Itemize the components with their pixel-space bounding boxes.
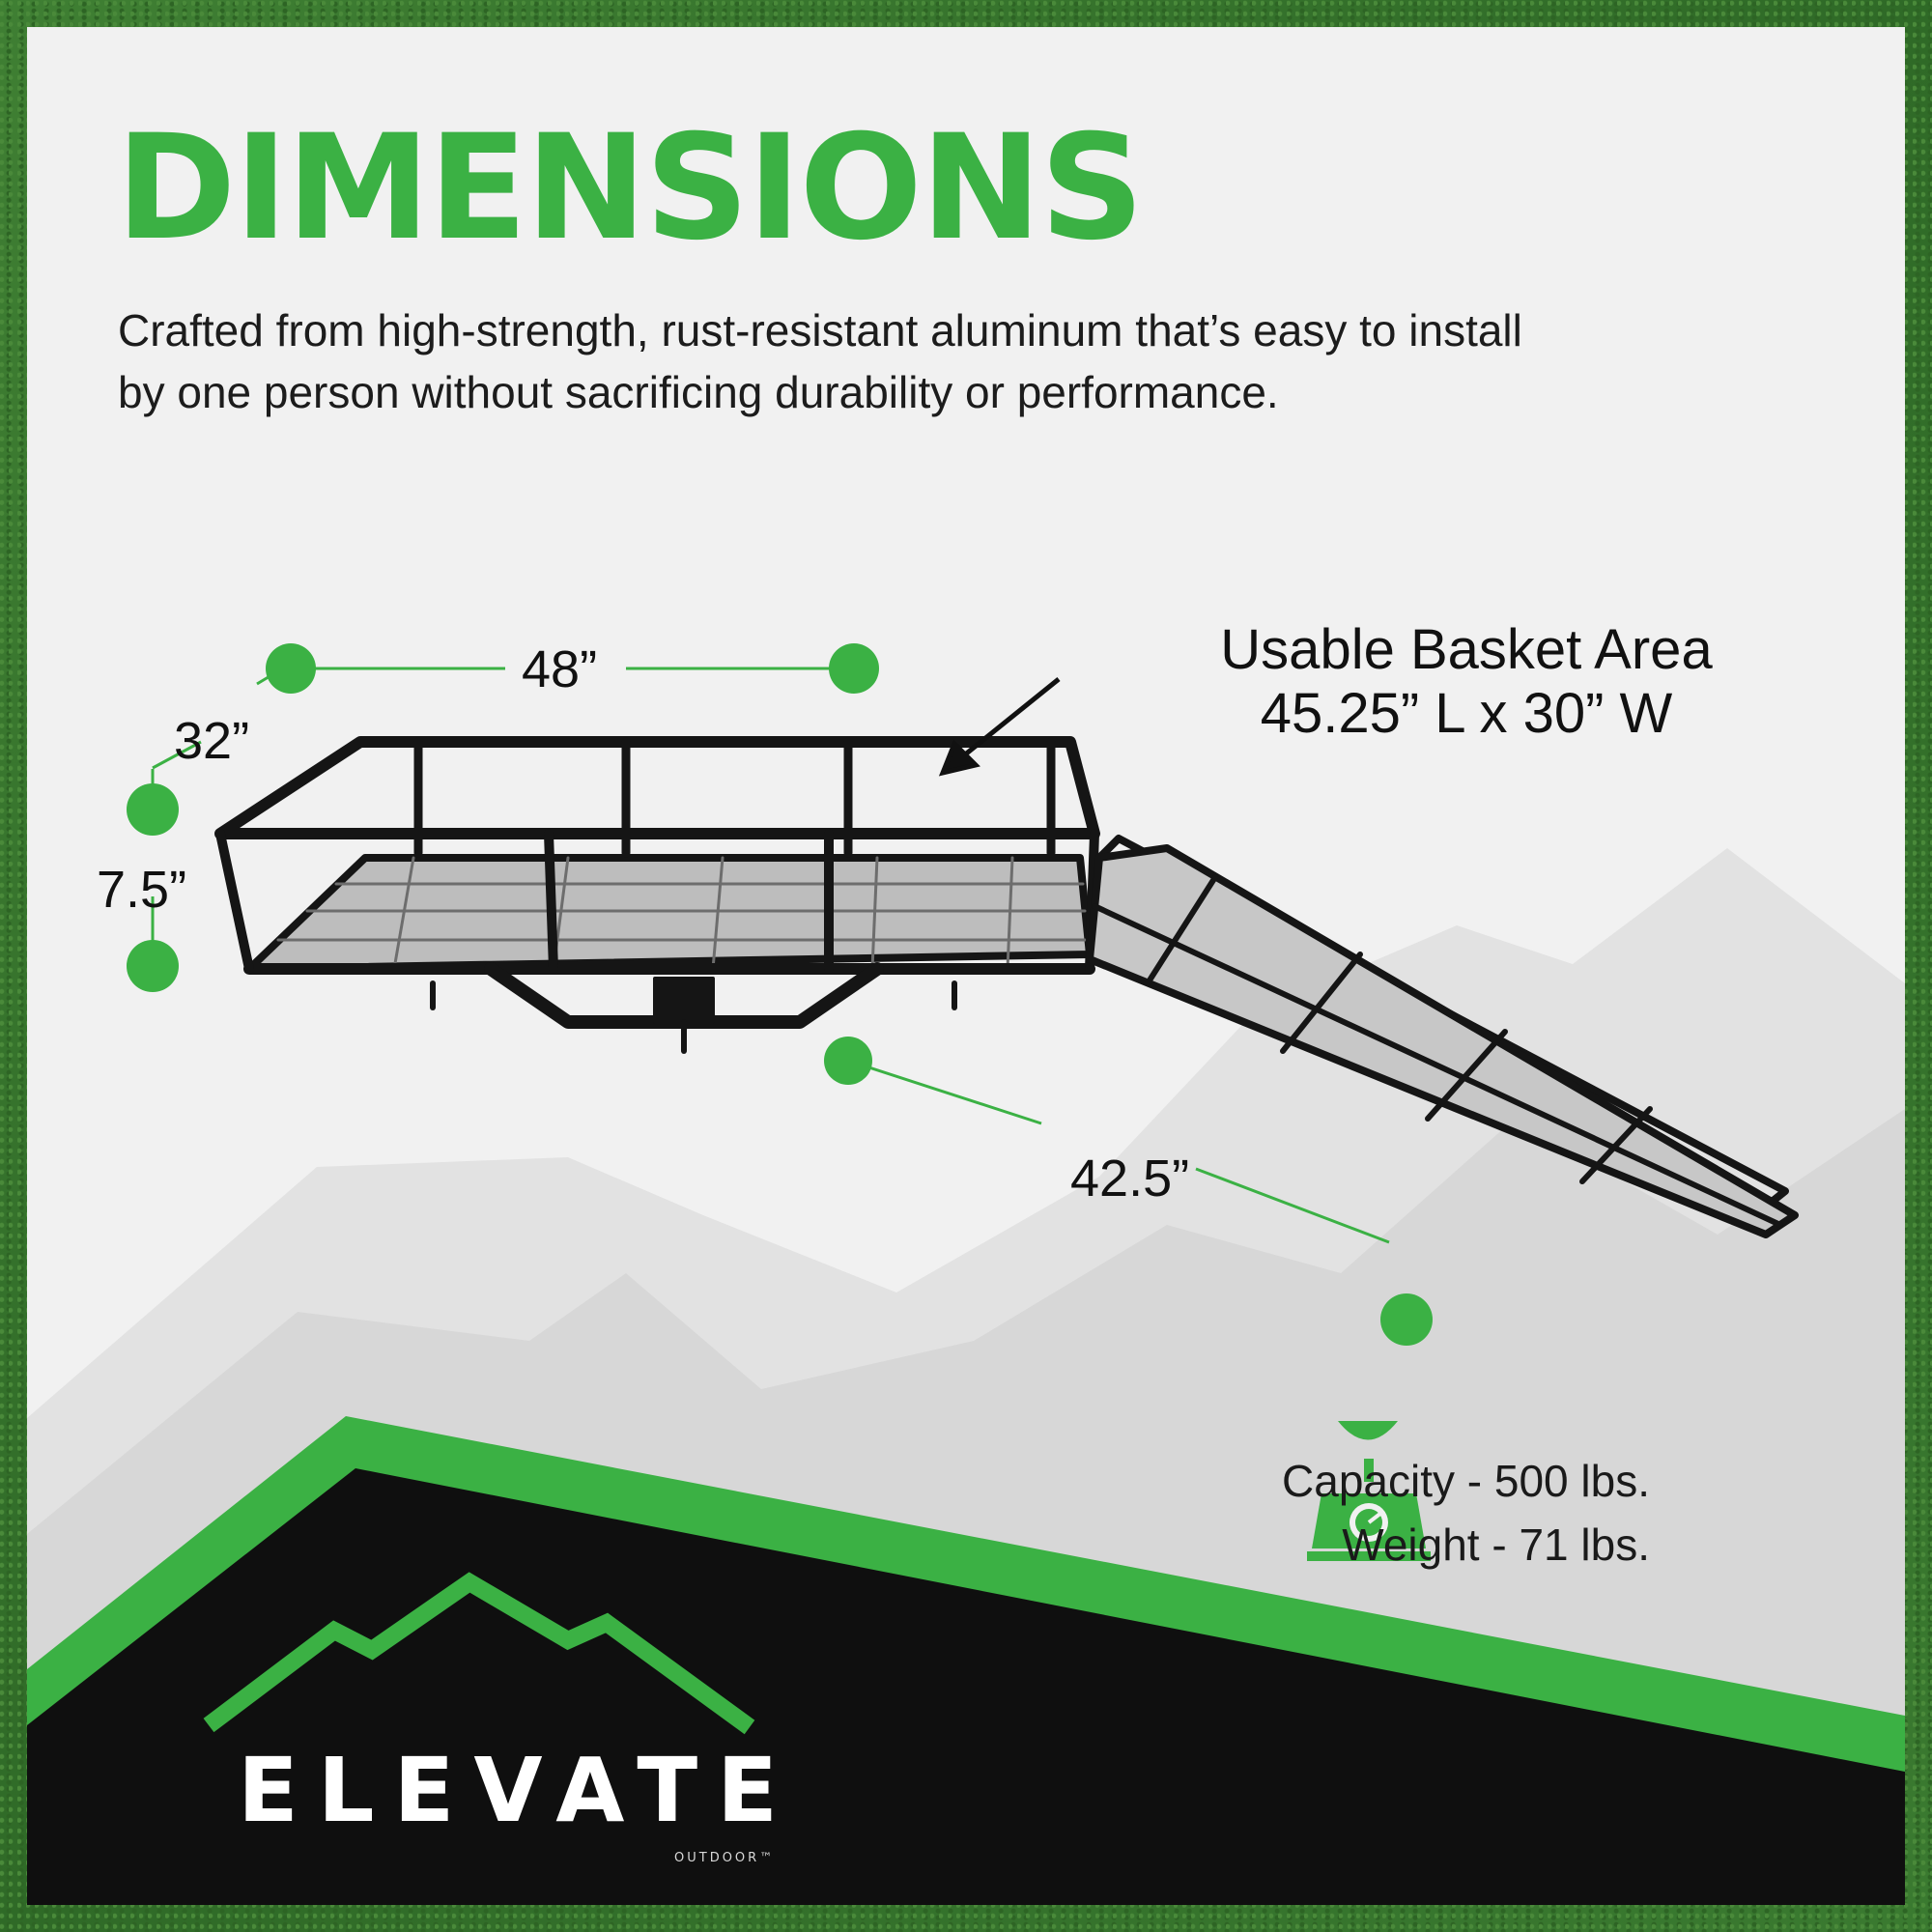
usable-area-value: 45.25” L x 30” W (1260, 682, 1673, 745)
dimension-dots (127, 643, 1433, 1346)
weight-text: Weight - 71 lbs. (1342, 1520, 1650, 1570)
description: Crafted from high-strength, rust-resista… (118, 305, 1522, 417)
dimension-length-label: 48” (522, 640, 598, 698)
mountain-logo-icon (203, 1572, 755, 1735)
dimension-height-label: 7.5” (97, 861, 187, 919)
usable-area-title: Usable Basket Area (1220, 618, 1713, 681)
page-title: DIMENSIONS (116, 104, 1145, 272)
cargo-basket-illustration (214, 736, 1799, 1238)
dimension-depth-label: 32” (174, 712, 250, 770)
usable-area-callout: Usable Basket Area 45.25” L x 30” W (1167, 618, 1766, 746)
product-panel: DIMENSIONS Crafted from high-strength, r… (27, 27, 1905, 1905)
arrow-icon (938, 677, 1061, 777)
specs-block: Capacity - 500 lbs. Weight - 71 lbs. (1282, 1449, 1650, 1577)
brand-logo: ELEVATE (238, 1739, 797, 1842)
dimension-lines (151, 667, 1390, 1244)
dimension-ramp-label: 42.5” (1070, 1150, 1190, 1208)
black-base (27, 1468, 1905, 1905)
brand-sub-label: OUTDOOR™ (674, 1851, 776, 1865)
capacity-text: Capacity - 500 lbs. (1282, 1456, 1650, 1506)
background-art (27, 643, 1905, 1905)
scale-icon (1307, 1421, 1431, 1561)
